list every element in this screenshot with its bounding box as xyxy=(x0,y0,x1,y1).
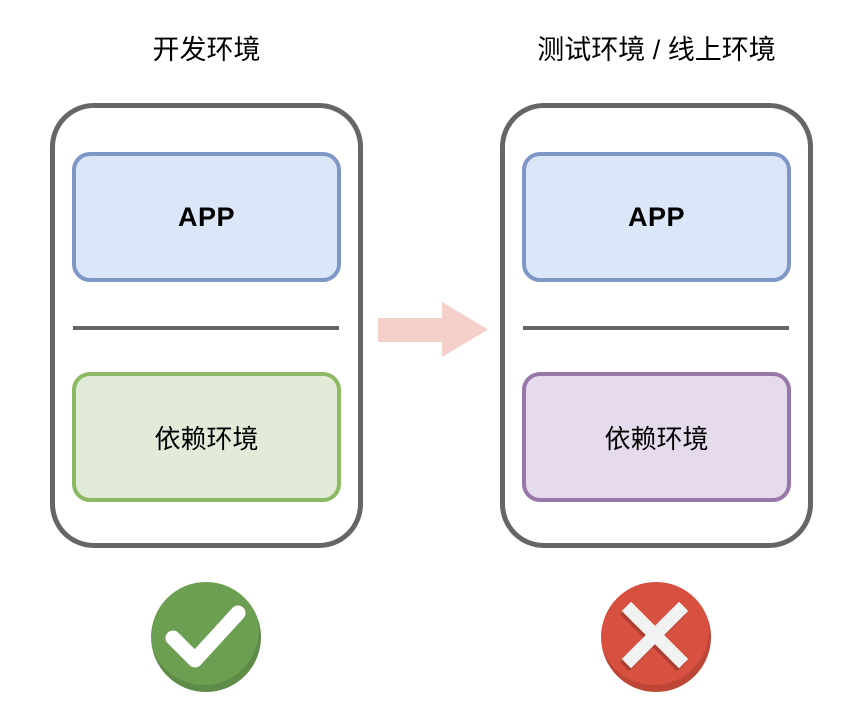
target-app-label: APP xyxy=(627,201,686,232)
target-app-box: APP xyxy=(522,152,791,282)
dev-environment-panel: 开发环境 APP 依赖环境 xyxy=(50,0,363,718)
dev-app-label: APP xyxy=(177,201,236,232)
dev-environment-frame: APP 依赖环境 xyxy=(50,103,363,548)
check-icon xyxy=(151,582,261,692)
dev-dependency-label: 依赖环境 xyxy=(154,423,259,454)
cross-icon xyxy=(601,582,711,692)
transfer-arrow-icon xyxy=(378,302,488,357)
target-environment-panel: 测试环境 / 线上环境 APP 依赖环境 xyxy=(500,0,813,718)
check-glyph xyxy=(165,605,246,668)
target-dependency-box: 依赖环境 xyxy=(522,372,791,502)
dev-environment-title: 开发环境 xyxy=(152,35,261,65)
dev-dependency-box: 依赖环境 xyxy=(72,372,341,502)
target-environment-frame: APP 依赖环境 xyxy=(500,103,813,548)
dev-divider-line xyxy=(73,326,339,330)
target-dependency-label: 依赖环境 xyxy=(604,423,709,454)
cross-glyph xyxy=(619,601,689,672)
dev-app-box: APP xyxy=(72,152,341,282)
target-environment-title: 测试环境 / 线上环境 xyxy=(537,35,776,65)
target-divider-line xyxy=(523,326,789,330)
